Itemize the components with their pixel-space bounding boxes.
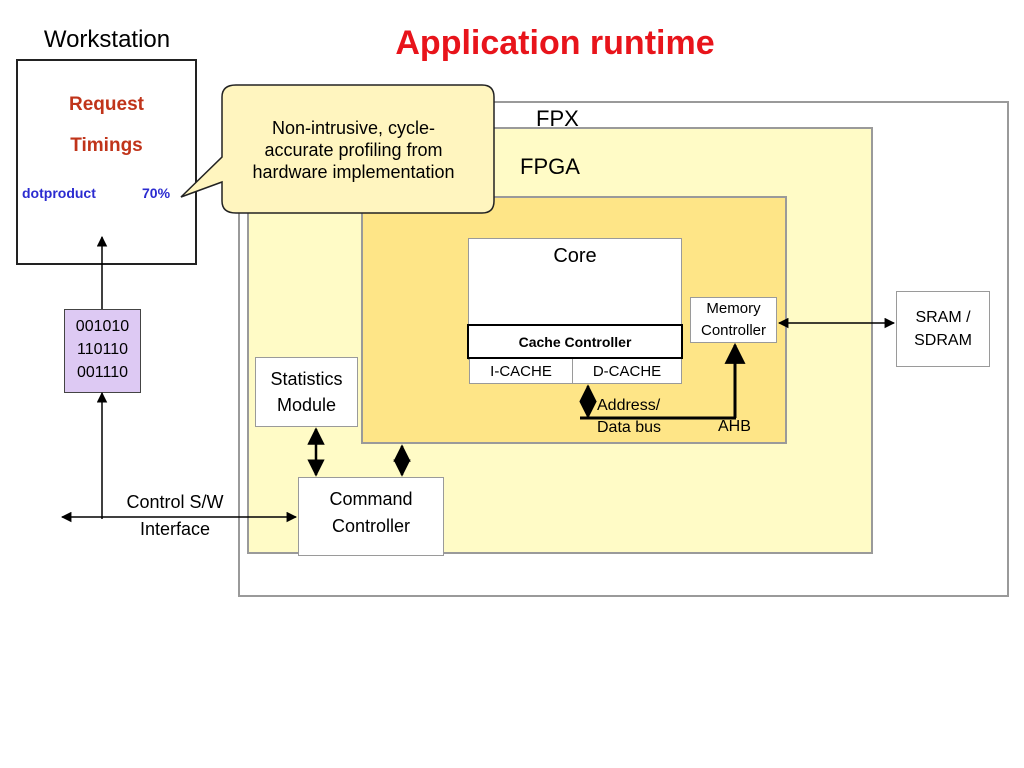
control-interface-line: Control S/W (126, 492, 224, 512)
sram-box: SRAM / SDRAM (896, 291, 990, 367)
dcache-box: D-CACHE (572, 359, 682, 384)
statistics-module-line: Statistics (270, 369, 343, 389)
callout-line: Non-intrusive, cycle- (271, 118, 436, 138)
memory-controller-line: Controller (700, 322, 767, 339)
sram-line: SDRAM (914, 332, 972, 349)
statistics-module-line: Module (276, 395, 337, 415)
command-controller: Command Controller (298, 477, 444, 556)
callout-line: hardware implementation (252, 162, 455, 182)
binary-line: 110110 (76, 341, 128, 358)
binary-data-block: 001010 110110 001110 (64, 309, 141, 393)
callout-line: accurate profiling from (264, 140, 443, 160)
callout-bubble (180, 84, 495, 214)
control-interface-line: Interface (139, 519, 211, 539)
statistics-module: Statistics Module (255, 357, 358, 427)
fpga-label: FPGA (520, 154, 580, 179)
profile-function-name: dotproduct (22, 185, 96, 201)
ahb-label: AHB (718, 418, 751, 435)
address-bus-label: Address/ Data bus (597, 395, 661, 439)
request-label: Request (69, 94, 144, 115)
cache-controller: Cache Controller (467, 324, 683, 359)
workstation-label: Workstation (43, 26, 171, 53)
address-bus-line: Address/ (597, 397, 661, 414)
callout-text: Non-intrusive, cycle- accurate profiling… (226, 117, 481, 183)
sram-line: SRAM / (915, 309, 971, 326)
core-label: Core (553, 245, 597, 267)
memory-controller: Memory Controller (690, 297, 777, 343)
command-controller-line: Command (329, 489, 413, 509)
binary-line: 001110 (76, 364, 128, 381)
fpx-label: FPX (536, 106, 579, 131)
page-title: Application runtime (395, 24, 715, 62)
address-bus-line: Data bus (597, 419, 662, 436)
command-controller-line: Controller (331, 516, 411, 536)
control-interface-label: Control S/W Interface (100, 489, 250, 543)
workstation-box (16, 59, 197, 265)
icache-box: I-CACHE (469, 359, 573, 384)
profile-function-percent: 70% (142, 185, 171, 201)
binary-line: 001010 (75, 318, 130, 335)
memory-controller-line: Memory (706, 300, 761, 317)
timings-label: Timings (70, 135, 143, 156)
